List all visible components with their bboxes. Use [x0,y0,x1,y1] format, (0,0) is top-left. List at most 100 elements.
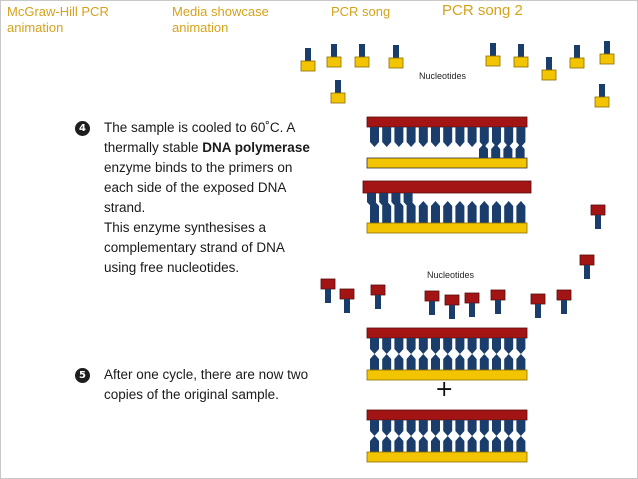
nucleotide-sugar [444,294,460,306]
base-tooth [515,144,525,158]
nucleotide-base [375,295,381,309]
yellow-strand [366,369,528,381]
nucleotide-base [604,41,610,55]
base-tooth [431,338,440,354]
base-tooth [492,338,501,354]
step-4-text: The sample is cooled to 60˚C. A thermall… [104,118,320,278]
base-tooth [492,201,501,223]
base-tooth [370,436,379,452]
base-tooth [467,354,477,370]
base-tooth [516,127,526,147]
free-nucleotide-red [339,288,355,313]
free-nucleotide-red [424,290,440,315]
nucleotide-sugar [330,92,346,104]
nucleotide-sugar [541,69,557,81]
base-tooth [431,127,440,147]
pcr-song-link[interactable]: PCR song [331,4,391,19]
base-tooth [455,354,465,370]
nucleotide-sugar [424,290,440,302]
nucleotide-sugar [594,96,610,108]
nucleotide-base [344,299,350,313]
base-tooth [443,338,453,354]
nucleotide-sugar [590,204,606,216]
red-strand [366,116,528,128]
nucleotide-sugar [579,254,595,266]
step-4-text-post: enzyme binds to the primers on each side… [104,160,293,215]
free-nucleotide-yellow [330,80,346,104]
pcr-song-2-link[interactable]: PCR song 2 [442,2,523,19]
base-tooth [491,144,501,158]
nucleotide-base [574,45,580,59]
nucleotide-sugar [569,57,585,69]
base-tooth [467,201,477,223]
base-tooth [479,144,488,158]
nucleotide-sugar [485,55,501,67]
base-tooth [504,201,514,223]
nucleotide-sugar [388,57,404,69]
nucleotide-base [335,80,341,94]
nucleotide-base [359,44,365,58]
nucleotide-base [331,44,337,58]
base-tooth [467,338,477,354]
free-nucleotide-yellow [513,44,529,68]
base-tooth [479,354,489,370]
base-tooth [443,201,453,223]
base-tooth [431,420,440,436]
base-tooth [479,127,489,147]
base-tooth [504,436,514,452]
base-tooth [418,354,428,370]
nucleotide-base [305,48,311,62]
base-tooth [406,420,416,436]
nucleotide-base [490,43,496,57]
free-nucleotide-yellow [569,45,585,69]
yellow-strand [366,451,528,463]
template-strand-1 [366,116,528,169]
base-tooth [492,420,501,436]
copy-1-double-strand [366,327,528,381]
nucleotide-base [469,303,475,317]
free-nucleotide-red [320,278,336,303]
base-tooth [516,436,526,452]
base-tooth [382,436,392,452]
free-nucleotide-red [579,254,595,279]
base-tooth [443,127,453,147]
free-nucleotide-red [464,292,480,317]
step-5-number: 5 [75,368,90,383]
nucleotide-sugar [464,292,480,304]
base-tooth [394,338,404,354]
base-tooth [370,354,379,370]
nucleotides-label-middle: Nucleotides [427,270,475,280]
nucleotide-sugar [354,56,370,68]
red-strand [366,327,528,339]
nucleotide-sugar [490,289,506,301]
nucleotide-base [393,45,399,59]
base-tooth [406,338,416,354]
nucleotide-sugar [370,284,386,296]
base-tooth [504,420,514,436]
red-strand [366,409,528,421]
free-nucleotide-yellow [354,44,370,68]
base-tooth [455,201,465,223]
nucleotide-base [518,44,524,58]
base-tooth [418,420,428,436]
base-tooth [516,338,526,354]
base-tooth [406,436,416,452]
nucleotide-sugar [556,289,572,301]
base-tooth [382,338,392,354]
free-nucleotide-yellow [594,84,610,108]
base-tooth [370,338,379,354]
base-tooth [516,420,526,436]
free-nucleotide-red [590,204,606,229]
nucleotide-base [535,304,541,318]
base-tooth [516,354,526,370]
free-nucleotide-red [444,294,460,319]
base-tooth [504,338,514,354]
base-tooth [418,436,428,452]
base-tooth [394,201,404,223]
base-tooth [492,354,501,370]
base-tooth [370,420,379,436]
base-tooth [455,420,465,436]
